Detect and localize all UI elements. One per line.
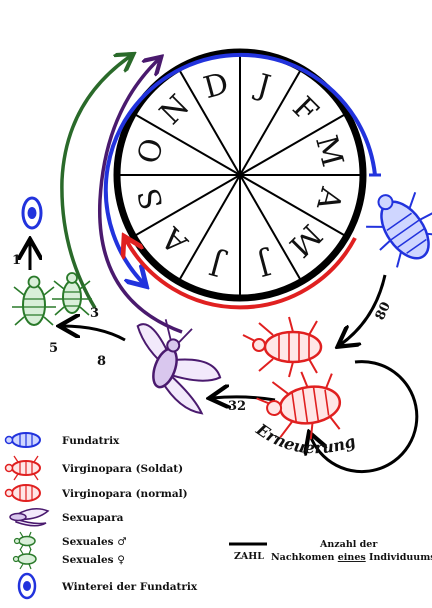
fundatrix-illustration — [355, 178, 432, 275]
sexuapara-to-sexuales-arrow — [62, 326, 125, 340]
winter-egg-icon — [19, 574, 35, 598]
count-explanation-underlined: eines — [338, 552, 366, 563]
virginopara-normal-icon — [6, 485, 41, 501]
count-explanation-post: Individuums — [369, 552, 432, 563]
count-explanation-line1: Anzahl der — [319, 539, 378, 550]
legend-item-fundatrix: Fundatrix — [6, 433, 121, 447]
count-explanation: ZAHL Anzahl der Nachkomen eines Individu… — [229, 539, 432, 563]
legend-virginopara-soldat-label: Virginopara (Soldat) — [61, 463, 183, 475]
count-8: 8 — [97, 354, 106, 369]
legend-item-virginopara-soldat: Virginopara (Soldat) — [6, 456, 184, 480]
count-explanation-pre: Nachkomen — [271, 552, 338, 563]
count-explanation-line2: Nachkomen eines Individuums — [271, 552, 432, 563]
legend-virginopara-normal-label: Virginopara (normal) — [61, 488, 188, 500]
legend-winterei-label: Winterei der Fundatrix — [61, 581, 198, 593]
erneuerung-label: Erneuerung — [252, 419, 358, 457]
legend-item-virginopara-normal: Virginopara (normal) — [6, 485, 188, 501]
count-1: 1 — [12, 253, 21, 268]
legend-sexuales-female-label: Sexuales ♀ — [62, 554, 125, 566]
virginopara-soldier-illustration — [243, 317, 321, 377]
count-32: 32 — [228, 399, 246, 414]
legend-sexuapara-label: Sexuapara — [62, 512, 124, 524]
count-zahl-label: ZAHL — [234, 551, 264, 562]
legend-sexuales-male-label: Sexuales ♂ — [62, 536, 127, 548]
legend-item-sexuales-male: Sexuales ♂ — [15, 532, 127, 550]
winter-egg-illustration — [23, 198, 41, 228]
sexuapara-illustration — [117, 311, 233, 416]
sexuales-male-icon — [15, 532, 36, 550]
legend-fundatrix-label: Fundatrix — [62, 435, 120, 447]
legend-item-winterei: Winterei der Fundatrix — [19, 574, 198, 598]
legend: Fundatrix Virginopara (Soldat) Virginopa… — [6, 433, 198, 598]
virginopara-soldier-icon — [6, 456, 41, 480]
sexuales-female-icon — [14, 549, 37, 569]
sexuales-female-illustration — [12, 277, 56, 326]
fundatrix-icon — [6, 433, 41, 447]
count-3: 3 — [90, 306, 99, 321]
erneuerung-textpath: Erneuerung — [252, 419, 358, 457]
legend-item-sexuales-female: Sexuales ♀ — [14, 549, 125, 569]
count-5: 5 — [49, 341, 58, 356]
legend-item-sexuapara: Sexuapara — [10, 509, 124, 526]
sexuapara-icon — [10, 509, 48, 526]
